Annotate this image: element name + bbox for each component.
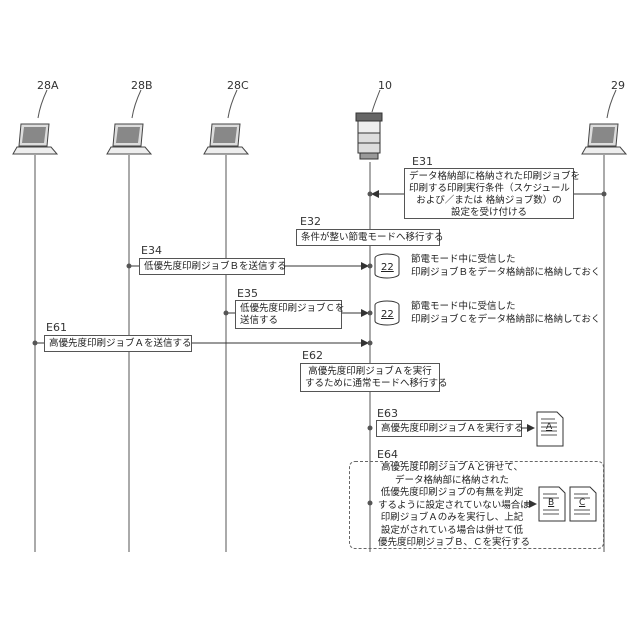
step-box-e35: 低優先度印刷ジョブＣを 送信する: [235, 300, 342, 329]
leader-28A: [38, 90, 47, 118]
node-label-28B: 28B: [131, 79, 153, 92]
step-id-e32: E32: [300, 215, 321, 228]
leader-10: [372, 90, 380, 112]
laptop-icon-28C: [204, 124, 248, 154]
storage-label-e34: 22: [381, 262, 394, 273]
laptop-icon-28A: [13, 124, 57, 154]
e64-line-3: 低優先度印刷ジョブの有無を判定: [378, 487, 526, 500]
step-id-e62: E62: [302, 349, 323, 362]
e63-line-1: 高優先度印刷ジョブＡを実行する: [381, 423, 517, 435]
step-text-e64: 高優先度印刷ジョブＡと併せて、 データ格納部に格納された 低優先度印刷ジョブの有…: [378, 462, 526, 550]
e64-line-6: 設定がされている場合は併せて低: [378, 525, 526, 538]
note-e34: 節電モード中に受信した 印刷ジョブＢをデータ格納部に格納しておく: [411, 253, 600, 279]
step-id-e61: E61: [46, 321, 67, 334]
e35-note-1: 節電モード中に受信した: [411, 300, 600, 313]
e31-line-4: 設定を受け付ける: [409, 207, 569, 219]
e35-note-2: 印刷ジョブＣをデータ格納部に格納しておく: [411, 313, 600, 326]
e34-note-2: 印刷ジョブＢをデータ格納部に格納しておく: [411, 266, 600, 279]
e32-line-1: 条件が整い節電モードへ移行する: [301, 232, 435, 244]
e64-line-7: 優先度印刷ジョブＢ、Ｃを実行する: [378, 537, 526, 550]
doc-label-c: C: [579, 498, 585, 508]
e62-line-1: 高優先度印刷ジョブＡを実行: [305, 366, 435, 378]
leader-29: [607, 90, 616, 118]
step-id-e64: E64: [377, 448, 398, 461]
e64-line-1: 高優先度印刷ジョブＡと併せて、: [378, 462, 526, 475]
e64-line-4: するように設定されていない場合は: [378, 500, 526, 513]
e62-line-2: するために通常モードへ移行する: [305, 378, 435, 390]
e34-line-1: 低優先度印刷ジョブＢを送信する: [144, 261, 280, 273]
e34-note-1: 節電モード中に受信した: [411, 253, 600, 266]
laptop-icon-29: [582, 124, 626, 154]
e35-line-1: 低優先度印刷ジョブＣを: [240, 303, 337, 315]
note-e35: 節電モード中に受信した 印刷ジョブＣをデータ格納部に格納しておく: [411, 300, 600, 326]
node-label-28C: 28C: [227, 79, 249, 92]
leader-28B: [132, 90, 141, 118]
step-box-e32: 条件が整い節電モードへ移行する: [296, 229, 440, 246]
e61-line-1: 高優先度印刷ジョブＡを送信する: [49, 338, 187, 350]
step-box-e31: データ格納部に格納された印刷ジョブを 印刷する印刷実行条件（スケジュール および…: [404, 168, 574, 219]
e35-line-2: 送信する: [240, 315, 337, 327]
e64-line-2: データ格納部に格納された: [378, 475, 526, 488]
e31-line-2: 印刷する印刷実行条件（スケジュール: [409, 183, 569, 195]
step-box-e63: 高優先度印刷ジョブＡを実行する: [376, 420, 522, 437]
step-box-e62: 高優先度印刷ジョブＡを実行 するために通常モードへ移行する: [300, 363, 440, 392]
step-id-e31: E31: [412, 155, 433, 168]
e31-line-3: および／または 格納ジョブ数）の: [409, 195, 569, 207]
doc-label-a: A: [546, 422, 552, 432]
storage-label-e35: 22: [381, 309, 394, 320]
node-label-29: 29: [611, 79, 625, 92]
step-id-e63: E63: [377, 407, 398, 420]
e64-line-5: 印刷ジョブＡのみを実行し、上記: [378, 512, 526, 525]
leader-28C: [228, 90, 237, 118]
node-label-28A: 28A: [37, 79, 59, 92]
node-label-10: 10: [378, 79, 392, 92]
step-id-e35: E35: [237, 287, 258, 300]
step-box-e61: 高優先度印刷ジョブＡを送信する: [44, 335, 192, 352]
laptop-icon-28B: [107, 124, 151, 154]
step-id-e34: E34: [141, 244, 162, 257]
e31-line-1: データ格納部に格納された印刷ジョブを: [409, 171, 569, 183]
printer-icon-10: [356, 113, 382, 159]
step-box-e34: 低優先度印刷ジョブＢを送信する: [139, 258, 285, 275]
doc-label-b: B: [548, 498, 554, 508]
